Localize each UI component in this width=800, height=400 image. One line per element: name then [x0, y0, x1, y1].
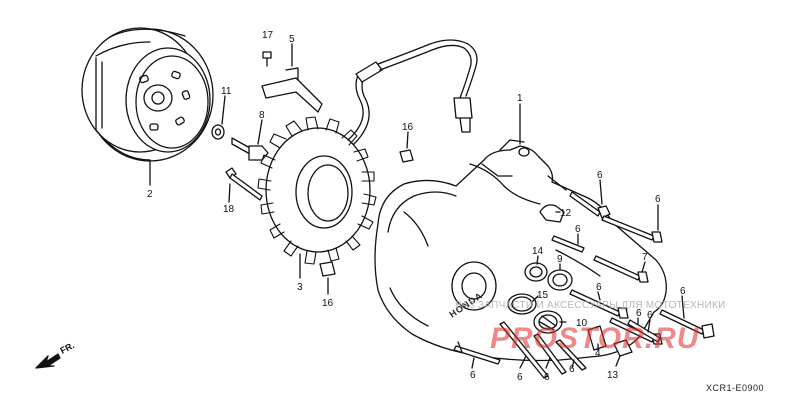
callout-6-c: 6	[575, 224, 581, 235]
callout-labels: 1 2 3 4 5 6 6 6 6 6 6 6 6 6 6 6 7 8 9 10…	[147, 30, 686, 383]
bolt-part-13	[613, 339, 633, 367]
cover-bolt-part-6-lower-a	[569, 289, 629, 319]
callout-16-a: 16	[402, 122, 414, 133]
flywheel-part-2	[81, 27, 214, 186]
callout-2: 2	[147, 189, 153, 200]
callout-6-k: 6	[647, 310, 653, 321]
cover-bolt-part-6-bottom-a	[453, 341, 501, 369]
callout-6-b: 6	[655, 194, 661, 205]
plug-part-9	[547, 263, 573, 291]
dowel-pin-part-16-lower	[319, 261, 336, 295]
watermark-text: ВАЗ ЗАПЧАСТИ И АКСЕССУАРЫ ДЛЯ МОТОТЕХНИК…	[455, 300, 726, 311]
callout-4: 4	[595, 348, 601, 359]
cover-bolt-part-6-mid	[551, 233, 585, 253]
washer-part-11	[211, 95, 226, 140]
cover-bolt-part-6-bottom-d	[555, 339, 587, 371]
callout-10: 10	[576, 318, 588, 329]
callout-13: 13	[607, 370, 619, 381]
callout-14: 14	[532, 246, 544, 257]
front-direction-arrow	[35, 353, 61, 369]
oil-seal-part-14	[524, 255, 548, 282]
diagram-code: XCR1-E0900	[706, 383, 765, 393]
bolt-part-8	[231, 119, 269, 161]
callout-6-f: 6	[636, 308, 642, 319]
callout-17: 17	[262, 30, 274, 41]
watermark-logo: PROSTOR.RU	[490, 322, 700, 355]
callout-6-e: 6	[680, 286, 686, 297]
callout-6-i: 6	[544, 372, 550, 383]
callout-8: 8	[259, 110, 265, 121]
cover-bolt-part-6-right-lower	[627, 319, 661, 343]
callout-3: 3	[297, 282, 303, 293]
left-crankcase-cover-part-1	[374, 103, 667, 362]
callout-7: 7	[642, 252, 648, 263]
callout-16-b: 16	[322, 298, 334, 309]
stator-part-3	[257, 116, 377, 279]
o-ring-part-15	[507, 293, 539, 315]
wire-clamp-part-5	[261, 43, 323, 113]
wire-harness	[347, 39, 478, 145]
clamp-part-4	[587, 325, 607, 351]
bolt-part-18	[225, 167, 263, 203]
callout-6-h: 6	[517, 372, 523, 383]
callout-5: 5	[289, 34, 295, 45]
cover-bolt-part-6-bottom-b	[499, 321, 549, 379]
callout-11: 11	[221, 86, 232, 97]
callout-15: 15	[537, 290, 549, 301]
callout-9: 9	[557, 254, 563, 265]
callout-12: 12	[560, 208, 572, 219]
callout-6-j: 6	[569, 364, 575, 375]
bracket-part-12	[539, 204, 565, 223]
cover-bolt-part-6-right	[601, 204, 663, 243]
callout-1: 1	[517, 93, 523, 104]
dowel-pin-part-16-upper	[399, 131, 414, 163]
callout-6-d: 6	[596, 282, 602, 293]
cap-part-10	[533, 310, 567, 334]
callout-18: 18	[223, 204, 235, 215]
cover-bolt-part-7	[593, 255, 649, 283]
cover-bolt-part-6-top	[569, 179, 611, 219]
cover-bolt-part-6-far-right	[659, 295, 715, 339]
callout-6-a: 6	[597, 170, 603, 181]
callout-6-g: 6	[470, 370, 476, 381]
cover-bolt-part-6-bottom-c	[533, 333, 567, 375]
bolt-part-17	[262, 51, 272, 67]
